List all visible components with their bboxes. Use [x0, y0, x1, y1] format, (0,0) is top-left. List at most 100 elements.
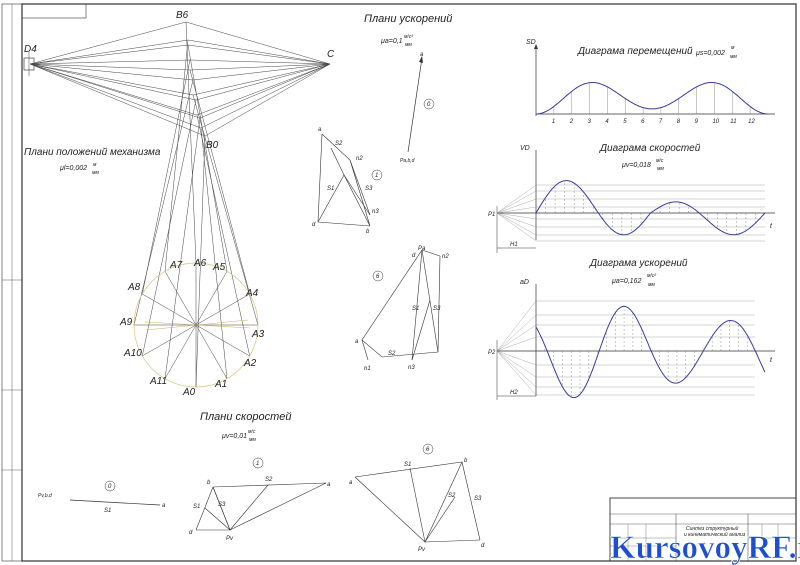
velocity-plan-6-circle-label: 6 [426, 447, 430, 453]
accel-plan-0-circle-label: 0 [427, 102, 431, 108]
acc-unit-den: мм [648, 282, 655, 288]
accel-plans-title: Плани ускорений [364, 13, 452, 25]
accel-plans-unit-num: м/с² [404, 34, 413, 40]
disp-x-tick: 8 [677, 119, 681, 125]
crank-position-label: A11 [149, 376, 167, 387]
disp-x-tick: 3 [588, 119, 592, 125]
label-d4: D4 [24, 44, 37, 55]
title-block-name-2: и кинематический анализ [684, 531, 746, 538]
crank-position-label: A2 [243, 358, 257, 369]
accel-plan-0-pole: Pa,b,d [400, 158, 415, 164]
disp-x-tick: 1 [552, 119, 555, 125]
velocity-plan-1-s2: S2 [265, 477, 273, 483]
disp-x-tick: 4 [605, 119, 609, 125]
mechanism-scale: μl=0,002 [59, 165, 87, 172]
velocity-plan-1-circle-label: 1 [256, 461, 259, 467]
accel-plan-0: 0 a Pa,b,d [400, 52, 435, 164]
accel-plan-6-n1: n1 [364, 366, 371, 372]
accel-plan-1-circle-label: 1 [375, 173, 378, 179]
accel-plan-1-s1: S1 [327, 186, 334, 192]
velocity-plan-6 [354, 443, 481, 543]
accel-plan-1-n3: n3 [372, 209, 379, 215]
accel-plan-0-circle [423, 98, 435, 110]
accel-plan-6-n3: n3 [408, 365, 415, 371]
mechanism-scale-unit-den: мм [92, 170, 99, 176]
vel-unit-den: мм [657, 166, 664, 172]
disp-x-tick: 5 [623, 119, 627, 125]
accel-plans-scale: μa=0,1 [380, 38, 403, 45]
vel-scale: μv=0,018 [621, 162, 651, 169]
accel-plan-1 [317, 133, 383, 227]
velocity-plan-6-s3: S3 [474, 496, 482, 502]
accel-plan-6-a: a [355, 339, 359, 345]
velocity-plans-unit-num: м/с [248, 429, 256, 435]
velocity-plans-title: Плани скоростей [200, 411, 291, 423]
vel-unit-num: м/с [656, 158, 664, 164]
velocity-plan-6-d: d [481, 543, 485, 549]
sheet-frame [1, 3, 797, 562]
mechanism-plan [23, 21, 331, 388]
velocity-plan-1-s3: S3 [218, 502, 226, 508]
velocity-plan-1-pv: Pv [226, 536, 234, 542]
acc-title: Диаграма ускорений [589, 258, 688, 269]
velocity-plan-6-pv: Pv [418, 547, 426, 553]
accel-plan-1-s2: S2 [335, 141, 343, 147]
mechanism-title: Плани положений механизма [24, 147, 161, 158]
disp-x-tick: 7 [659, 119, 663, 125]
velocity-plan-1-s1: S1 [193, 504, 200, 510]
label-b6: B6 [176, 10, 189, 21]
velocity-plan-1 [195, 457, 327, 531]
disp-x-tick: 2 [569, 119, 574, 125]
accel-plan-1-d: d [312, 222, 316, 228]
label-b0: B0 [206, 140, 219, 151]
disp-x-tick: 12 [748, 119, 755, 125]
velocity-plan-6-a: a [349, 480, 353, 486]
watermark: KursovoyRF.ru [610, 530, 800, 565]
disp-unit-num: м [731, 45, 735, 51]
disp-axis-y: SD [526, 39, 536, 46]
disp-x-tick: 6 [641, 119, 645, 125]
velocity-plan-6-s2: S2 [448, 493, 456, 499]
crank-position-label: A5 [212, 262, 226, 273]
accel-plan-6-d: d [412, 253, 416, 259]
crank-position-label: A9 [119, 317, 133, 328]
velocity-plan-0 [69, 480, 161, 506]
velocity-plan-1-b: b [207, 480, 211, 486]
crank-position-label: A8 [127, 282, 141, 293]
velocity-plans-scale: μv=0,01 [221, 433, 247, 440]
crank-position-label: A1 [214, 379, 227, 390]
title-block-name-1: Синтез структурный [686, 525, 739, 532]
accel-plan-6-s2: S2 [388, 351, 396, 357]
label-c: C [327, 49, 335, 60]
disp-title: Диаграма перемещений [577, 46, 693, 57]
disp-x-tick: 11 [730, 119, 736, 125]
disp-unit-den: мм [730, 54, 737, 60]
accel-plan-1-circle [371, 169, 383, 181]
accel-plan-6-circle-label: 6 [376, 274, 380, 280]
velocity-plan-0-circle-label: 0 [108, 484, 112, 490]
vel-axis-y: VD [520, 145, 530, 152]
acc-h: H2 [510, 390, 518, 396]
velocity-plan-0-circle [104, 480, 116, 492]
disp-x-tick: 9 [695, 119, 699, 125]
velocity-plan-6-s1: S1 [404, 462, 411, 468]
velocity-plan-1-a: a [327, 482, 331, 488]
velocity-plan-0-s1: S1 [104, 508, 111, 514]
velocity-diagram [496, 150, 775, 253]
accel-plan-1-s3: S3 [365, 186, 373, 192]
velocity-plan-1-d: d [189, 530, 193, 536]
mechanism-scale-unit-num: м [93, 162, 97, 168]
crank-position-label: A6 [193, 258, 207, 269]
velocity-plans-unit-den: мм [249, 437, 256, 443]
accel-plan-1-a: a [318, 127, 322, 133]
acc-axis-y: aD [520, 279, 529, 286]
acc-axis-x: t [770, 357, 773, 364]
velocity-plan-0-pole: Pv,b,d [38, 493, 52, 499]
vel-pole: P1 [488, 212, 495, 218]
disp-scale: μs=0,002 [695, 50, 725, 57]
acceleration-diagram [496, 284, 775, 400]
